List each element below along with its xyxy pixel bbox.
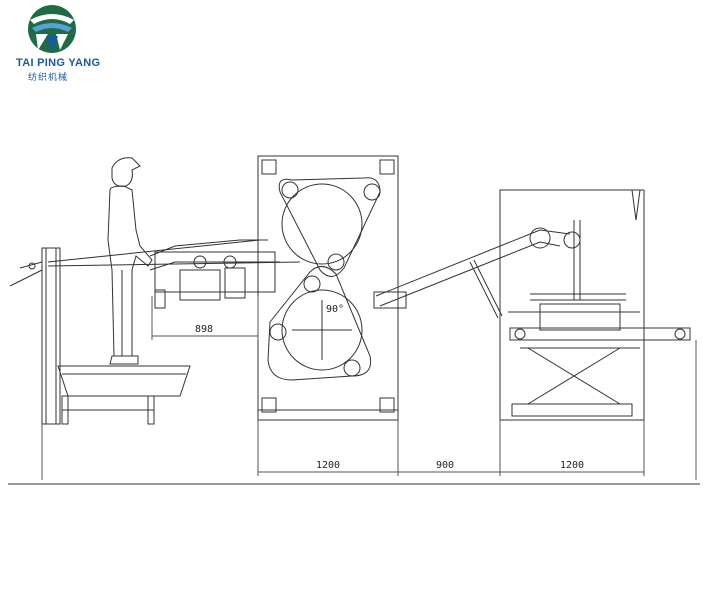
yarn-line bbox=[47, 239, 261, 263]
operator-figure bbox=[107, 157, 153, 365]
operator-platform bbox=[9, 247, 191, 425]
feeding-arm bbox=[149, 239, 280, 309]
company-logo: TAI PING YANG 纺织机械 bbox=[0, 0, 110, 90]
central-frame bbox=[257, 155, 399, 421]
winding-unit bbox=[499, 189, 691, 421]
dim-label-1200a: 1200 bbox=[316, 460, 340, 471]
dim-label-1200b: 1200 bbox=[560, 460, 584, 471]
angle-label: 90° bbox=[326, 304, 344, 315]
logo-subtitle-text: 纺织机械 bbox=[28, 73, 69, 83]
dim-label-898: 898 bbox=[195, 324, 213, 335]
dim-label-900: 900 bbox=[436, 460, 454, 471]
logo-emblem-icon bbox=[28, 5, 76, 53]
logo-brand-text: TAI PING YANG bbox=[16, 57, 101, 69]
